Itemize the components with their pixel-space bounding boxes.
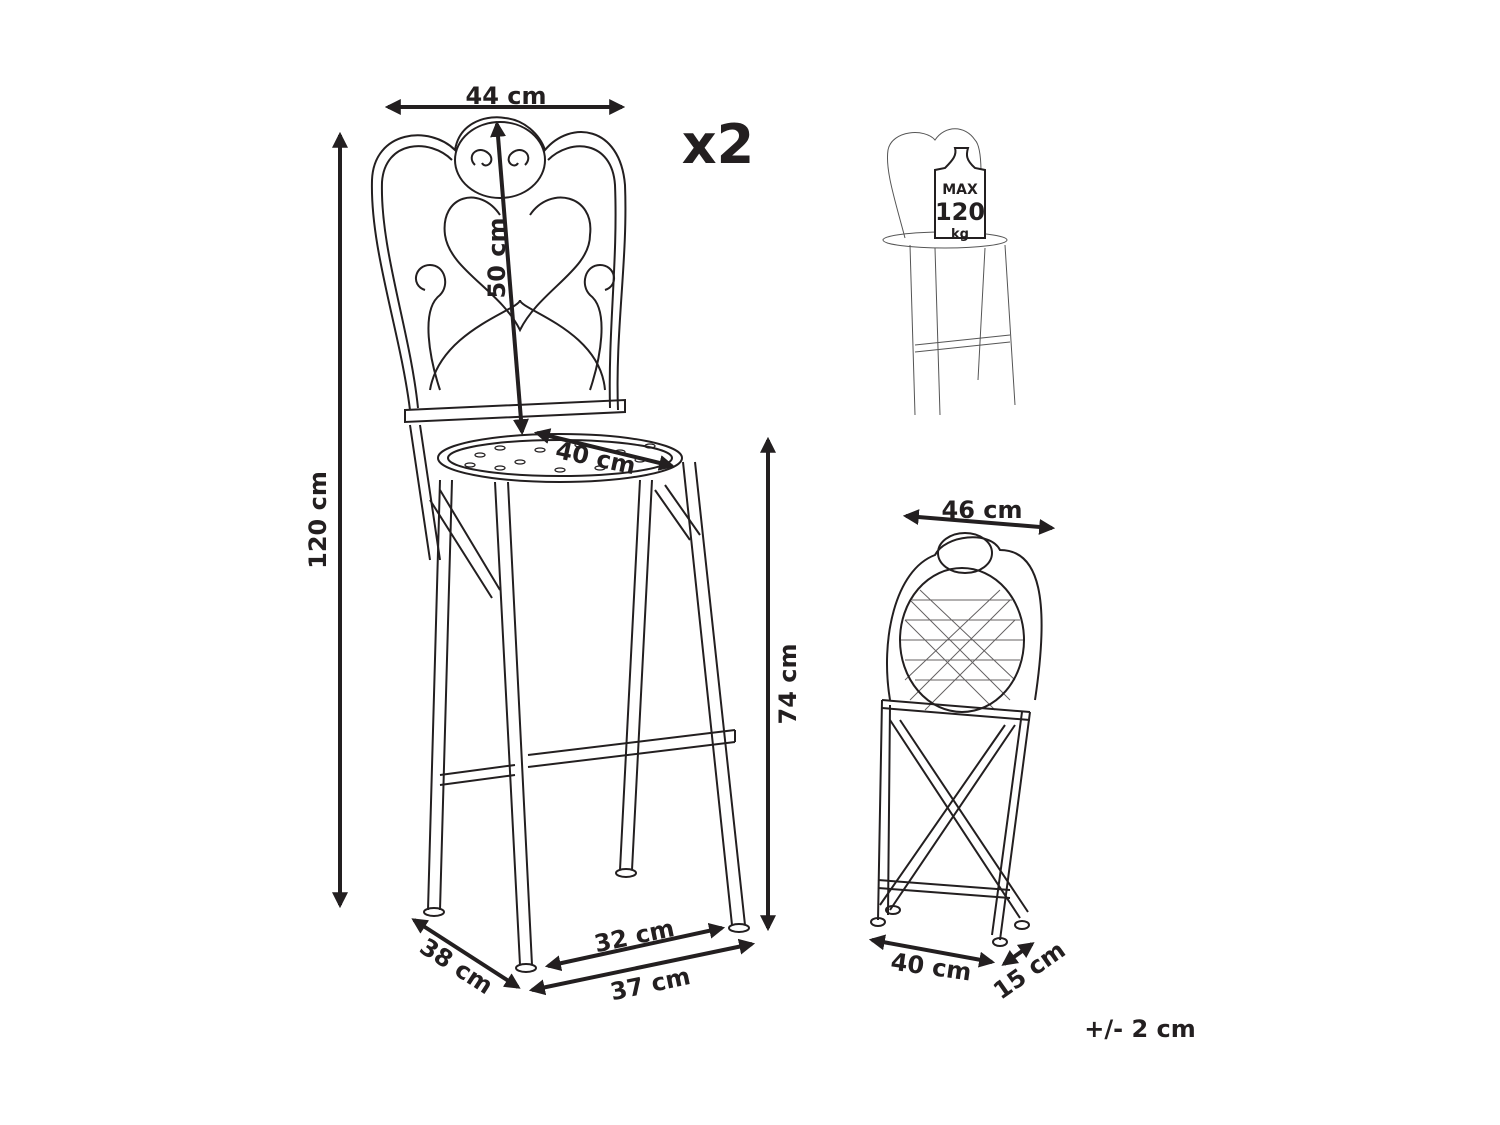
tolerance-note: +/- 2 cm <box>1084 1015 1195 1043</box>
backrest-height-label: 50 cm <box>483 218 511 299</box>
main-chair-drawing <box>370 116 750 973</box>
dimension-arrows <box>332 99 776 996</box>
load-value-label: 120 <box>935 198 985 226</box>
folded-chair-drawing <box>870 532 1043 947</box>
load-capacity-illustration <box>882 128 1016 416</box>
footrest-width-label: 32 cm <box>592 914 677 958</box>
load-max-label: MAX <box>942 182 978 198</box>
mesh-pattern <box>900 589 1025 711</box>
base-width-label: 37 cm <box>608 962 693 1006</box>
seat-height-label: 74 cm <box>774 644 802 725</box>
folded-depth-label: 40 cm <box>889 948 973 987</box>
backrest-width-label: 44 cm <box>466 82 547 110</box>
folded-width-label: 46 cm <box>942 496 1023 524</box>
load-unit-label: kg <box>951 227 969 242</box>
quantity-label: x2 <box>682 113 754 176</box>
total-height-label: 120 cm <box>304 471 332 569</box>
